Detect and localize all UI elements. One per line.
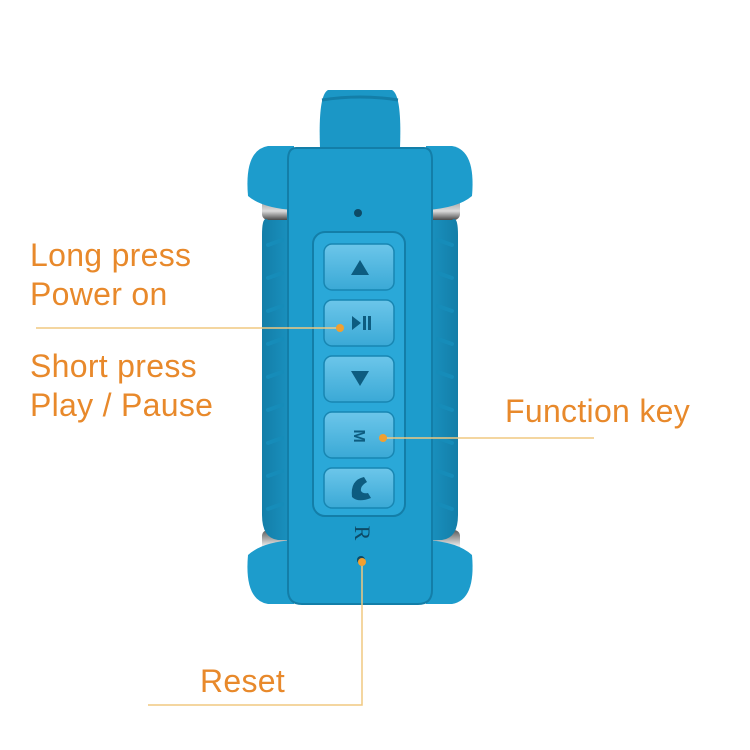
leader-dots [336, 324, 387, 566]
grip-ribs [266, 238, 454, 511]
short-press-label: Short press Play / Pause [30, 347, 213, 425]
leader-lines [36, 327, 594, 706]
mode-button[interactable]: M [323, 411, 395, 459]
end-caps [247, 146, 473, 604]
long-press-label: Long press Power on [30, 236, 191, 314]
triangle-up-icon [351, 260, 369, 275]
mic-hole [354, 209, 362, 217]
volume-down-button[interactable] [323, 355, 395, 403]
volume-up-button[interactable] [323, 243, 395, 291]
power-on-text: Power on [30, 276, 168, 312]
play-pause-button[interactable] [323, 299, 395, 347]
function-key-label: Function key [505, 393, 691, 429]
phone-icon [351, 477, 371, 501]
play-pause-icon [352, 316, 371, 330]
reset-mark: R [350, 526, 375, 541]
triangle-down-icon [351, 371, 369, 386]
short-press-text: Short press [30, 348, 197, 384]
m-icon: M [350, 429, 367, 442]
play-pause-text: Play / Pause [30, 387, 214, 423]
reset-label: Reset [200, 663, 286, 699]
call-button[interactable] [323, 467, 395, 509]
top-strap [319, 90, 401, 148]
long-press-text: Long press [30, 237, 192, 273]
